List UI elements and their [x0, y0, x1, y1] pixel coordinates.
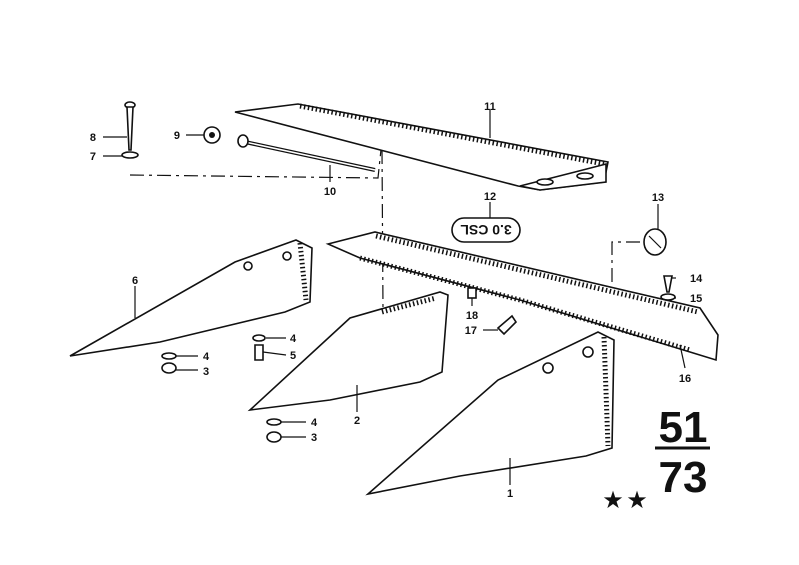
label-12: 12: [484, 191, 496, 203]
rivet: [121, 101, 139, 159]
badge-text: 3.0 CSL: [460, 222, 512, 238]
label-4b: 4: [290, 333, 297, 345]
label-5: 5: [290, 350, 296, 362]
right-screw: [660, 275, 676, 301]
label-9: 9: [174, 130, 180, 142]
label-11: 11: [484, 101, 496, 113]
model-badge: 3.0 CSL: [451, 217, 521, 243]
hardware-left: [161, 334, 282, 443]
label-6: 6: [132, 275, 138, 287]
leader-lines: [103, 110, 686, 485]
group-number-bottom: 73: [659, 453, 708, 502]
long-bolt: [237, 134, 376, 172]
label-8: 8: [90, 132, 96, 144]
label-13: 13: [652, 192, 664, 204]
center-deflector: [247, 291, 449, 412]
assembly-line-right: [611, 241, 640, 282]
label-15: 15: [690, 293, 702, 305]
label-4a: 4: [203, 351, 210, 363]
star-icon: ★: [626, 486, 648, 514]
grommet: [203, 126, 221, 144]
assembly-line-vertical: [381, 149, 384, 311]
lower-spoiler: [325, 231, 719, 362]
label-14: 14: [690, 273, 703, 285]
star-icon: ★: [602, 486, 624, 514]
label-18: 18: [466, 310, 478, 322]
left-deflector: [69, 239, 313, 357]
label-2: 2: [354, 415, 360, 427]
label-10: 10: [324, 186, 336, 198]
label-4c: 4: [311, 417, 318, 429]
round-clip: [643, 228, 667, 256]
label-3a: 3: [203, 366, 209, 378]
label-7: 7: [90, 151, 96, 163]
label-3b: 3: [311, 432, 317, 444]
assembly-line-upper: [129, 139, 383, 179]
label-16: 16: [679, 373, 691, 385]
upper-spoiler: [234, 103, 609, 191]
label-17: 17: [465, 325, 477, 337]
right-deflector: [365, 331, 615, 496]
group-number-top: 51: [659, 403, 708, 452]
label-1: 1: [507, 488, 513, 500]
